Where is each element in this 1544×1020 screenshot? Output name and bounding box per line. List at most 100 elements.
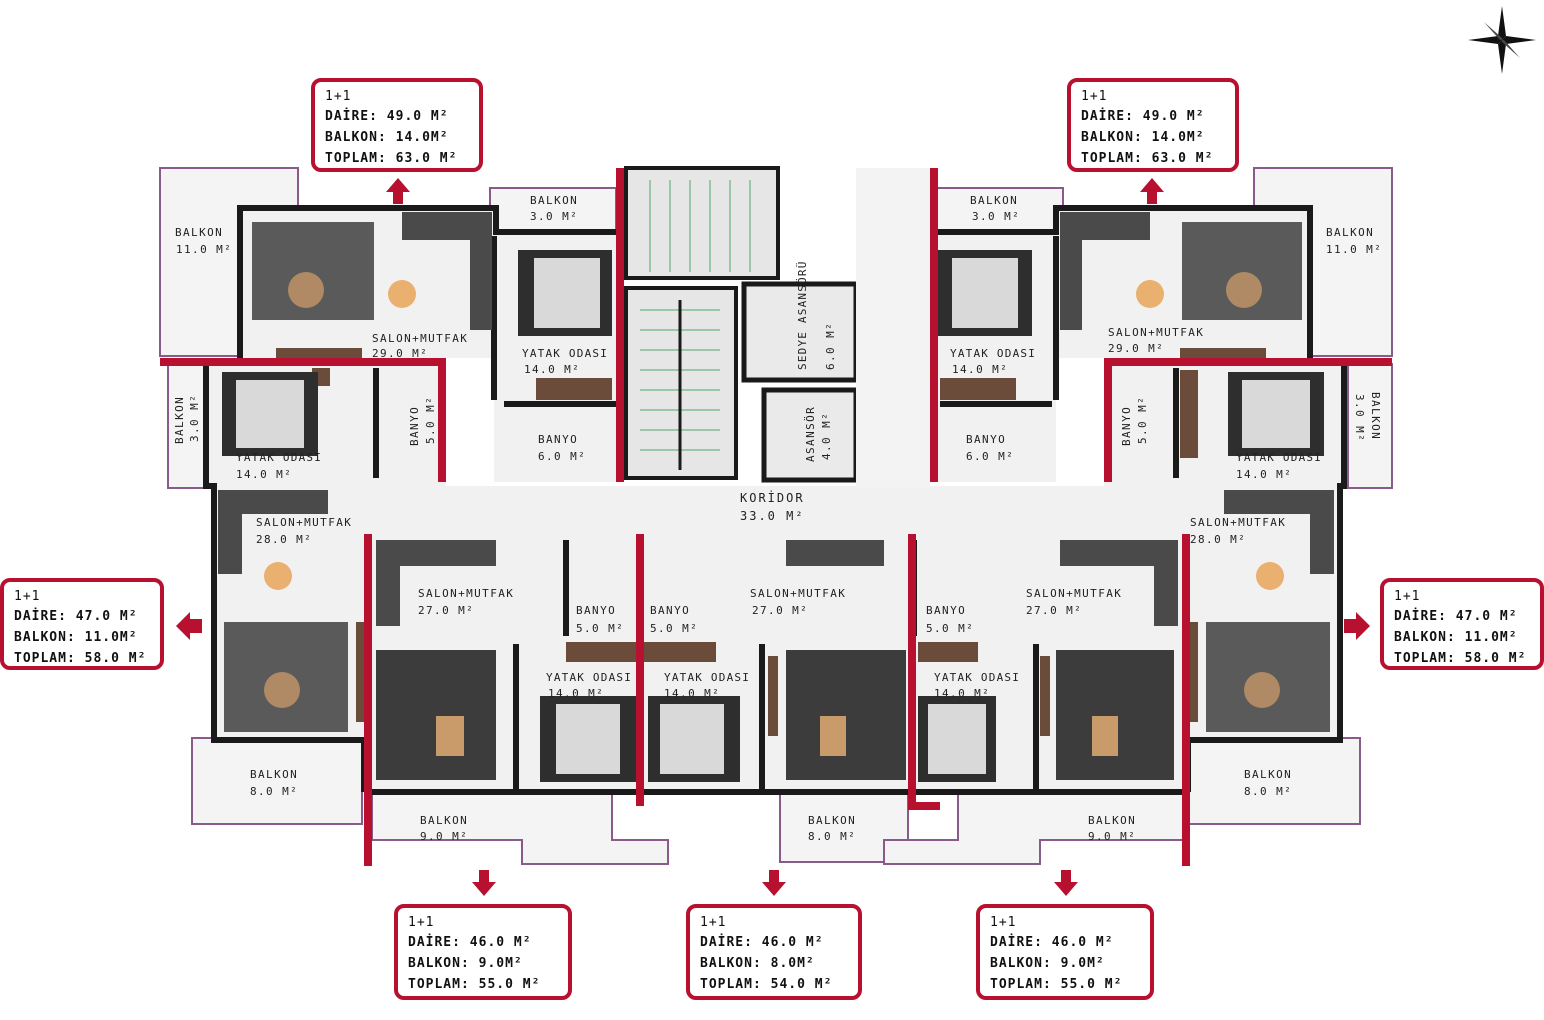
room-area: 8.0 M² [1244, 785, 1292, 798]
room-area: 11.0 M² [1326, 243, 1382, 256]
unit-info-box-ne: 1+1 DAİRE: 49.0 M² BALKON: 14.0M² TOPLAM… [1067, 78, 1239, 172]
room-area: 14.0 M² [934, 687, 990, 700]
room-name: SALON+MUTFAK [256, 516, 352, 529]
room-area: 5.0 M² [424, 396, 437, 444]
room-area: 6.0 M² [824, 322, 837, 370]
room-name: YATAK ODASI [664, 671, 750, 684]
room-name: ASANSÖR [804, 406, 817, 462]
unit-toplam: TOPLAM: 54.0 M² [700, 977, 833, 992]
unit-balkon: BALKON: 11.0M² [14, 630, 138, 645]
unit-daire: DAİRE: 49.0 M² [325, 109, 449, 124]
unit-type: 1+1 [325, 89, 352, 104]
core [624, 166, 930, 488]
unit-toplam: TOPLAM: 58.0 M² [14, 651, 147, 666]
unit-balkon: BALKON: 8.0M² [700, 956, 815, 971]
living-furniture [224, 222, 1330, 780]
unit-balkon: BALKON: 11.0M² [1394, 630, 1518, 645]
room-area: 14.0 M² [236, 468, 292, 481]
room-area: 14.0 M² [524, 363, 580, 376]
room-area: 11.0 M² [176, 243, 232, 256]
unit-daire: DAİRE: 49.0 M² [1081, 109, 1205, 124]
unit-info-box-nw: 1+1 DAİRE: 49.0 M² BALKON: 14.0M² TOPLAM… [311, 78, 483, 172]
unit-info-box-se: 1+1 DAİRE: 46.0 M² BALKON: 9.0M² TOPLAM:… [976, 904, 1154, 1000]
room-area: 9.0 M² [1088, 830, 1136, 843]
room-name: BALKON [173, 396, 186, 444]
room-area: 5.0 M² [650, 622, 698, 635]
room-name: YATAK ODASI [236, 451, 322, 464]
room-area: 3.0 M² [188, 394, 201, 442]
room-name: BALKON [970, 194, 1018, 207]
room-area: 14.0 M² [1236, 468, 1292, 481]
room-area: 14.0 M² [664, 687, 720, 700]
room-name: BALKON [175, 226, 223, 239]
room-name: BALKON [1326, 226, 1374, 239]
unit-type: 1+1 [14, 589, 41, 604]
room-name: SALON+MUTFAK [750, 587, 846, 600]
room-name: BANYO [966, 433, 1006, 446]
room-area: 3.0 M² [1353, 394, 1366, 442]
room-name: SALON+MUTFAK [418, 587, 514, 600]
room-labels: BALKON 11.0 M² BALKON 3.0 M² SALON+MUTFA… [173, 194, 1382, 843]
room-name: YATAK ODASI [934, 671, 1020, 684]
unit-daire: DAİRE: 47.0 M² [14, 609, 138, 624]
unit-toplam: TOPLAM: 63.0 M² [1081, 151, 1214, 166]
room-name: YATAK ODASI [1236, 451, 1322, 464]
compass-icon [1468, 6, 1536, 74]
room-area: 27.0 M² [1026, 604, 1082, 617]
room-area: 8.0 M² [250, 785, 298, 798]
room-name: YATAK ODASI [546, 671, 632, 684]
unit-balkon: BALKON: 14.0M² [1081, 130, 1205, 145]
room-name: SALON+MUTFAK [1026, 587, 1122, 600]
room-area: 14.0 M² [952, 363, 1008, 376]
room-name: KORİDOR [740, 490, 805, 505]
room-name: SEDYE ASANSÖRÜ [796, 260, 809, 370]
room-area: 29.0 M² [1108, 342, 1164, 355]
room-area: 8.0 M² [808, 830, 856, 843]
room-area: 29.0 M² [372, 347, 428, 360]
unit-borders [160, 168, 1392, 866]
room-name: BANYO [926, 604, 966, 617]
unit-info-box-s: 1+1 DAİRE: 46.0 M² BALKON: 8.0M² TOPLAM:… [686, 904, 862, 1000]
unit-info-box-w: 1+1 DAİRE: 47.0 M² BALKON: 11.0M² TOPLAM… [0, 578, 164, 670]
unit-type: 1+1 [700, 915, 727, 930]
room-area: 6.0 M² [538, 450, 586, 463]
room-name: BANYO [538, 433, 578, 446]
unit-daire: DAİRE: 46.0 M² [990, 935, 1114, 950]
unit-daire: DAİRE: 46.0 M² [408, 935, 532, 950]
room-area: 5.0 M² [1136, 396, 1149, 444]
room-name: BALKON [420, 814, 468, 827]
unit-type: 1+1 [990, 915, 1017, 930]
room-area: 27.0 M² [418, 604, 474, 617]
room-name: YATAK ODASI [950, 347, 1036, 360]
unit-daire: DAİRE: 47.0 M² [1394, 609, 1518, 624]
room-area: 28.0 M² [256, 533, 312, 546]
unit-type: 1+1 [1081, 89, 1108, 104]
unit-type: 1+1 [1394, 589, 1421, 604]
unit-toplam: TOPLAM: 58.0 M² [1394, 651, 1527, 666]
unit-balkon: BALKON: 9.0M² [408, 956, 523, 971]
unit-info-box-e: 1+1 DAİRE: 47.0 M² BALKON: 11.0M² TOPLAM… [1380, 578, 1544, 670]
unit-info-box-sw: 1+1 DAİRE: 46.0 M² BALKON: 9.0M² TOPLAM:… [394, 904, 572, 1000]
room-area: 4.0 M² [820, 412, 833, 460]
room-name: BALKON [1369, 392, 1382, 440]
room-area: 3.0 M² [972, 210, 1020, 223]
room-area: 14.0 M² [548, 687, 604, 700]
wardrobes [276, 348, 1266, 736]
room-name: BALKON [1088, 814, 1136, 827]
kitchen-counters [218, 212, 1334, 626]
unit-balkon: BALKON: 14.0M² [325, 130, 449, 145]
room-name: BALKON [250, 768, 298, 781]
room-area: 28.0 M² [1190, 533, 1246, 546]
room-name: BALKON [530, 194, 578, 207]
unit-toplam: TOPLAM: 63.0 M² [325, 151, 458, 166]
room-name: YATAK ODASI [522, 347, 608, 360]
room-name: SALON+MUTFAK [1108, 326, 1204, 339]
unit-toplam: TOPLAM: 55.0 M² [990, 977, 1123, 992]
room-name: BANYO [576, 604, 616, 617]
room-name: BALKON [1244, 768, 1292, 781]
room-area: 5.0 M² [926, 622, 974, 635]
room-name: BALKON [808, 814, 856, 827]
unit-toplam: TOPLAM: 55.0 M² [408, 977, 541, 992]
room-area: 9.0 M² [420, 830, 468, 843]
